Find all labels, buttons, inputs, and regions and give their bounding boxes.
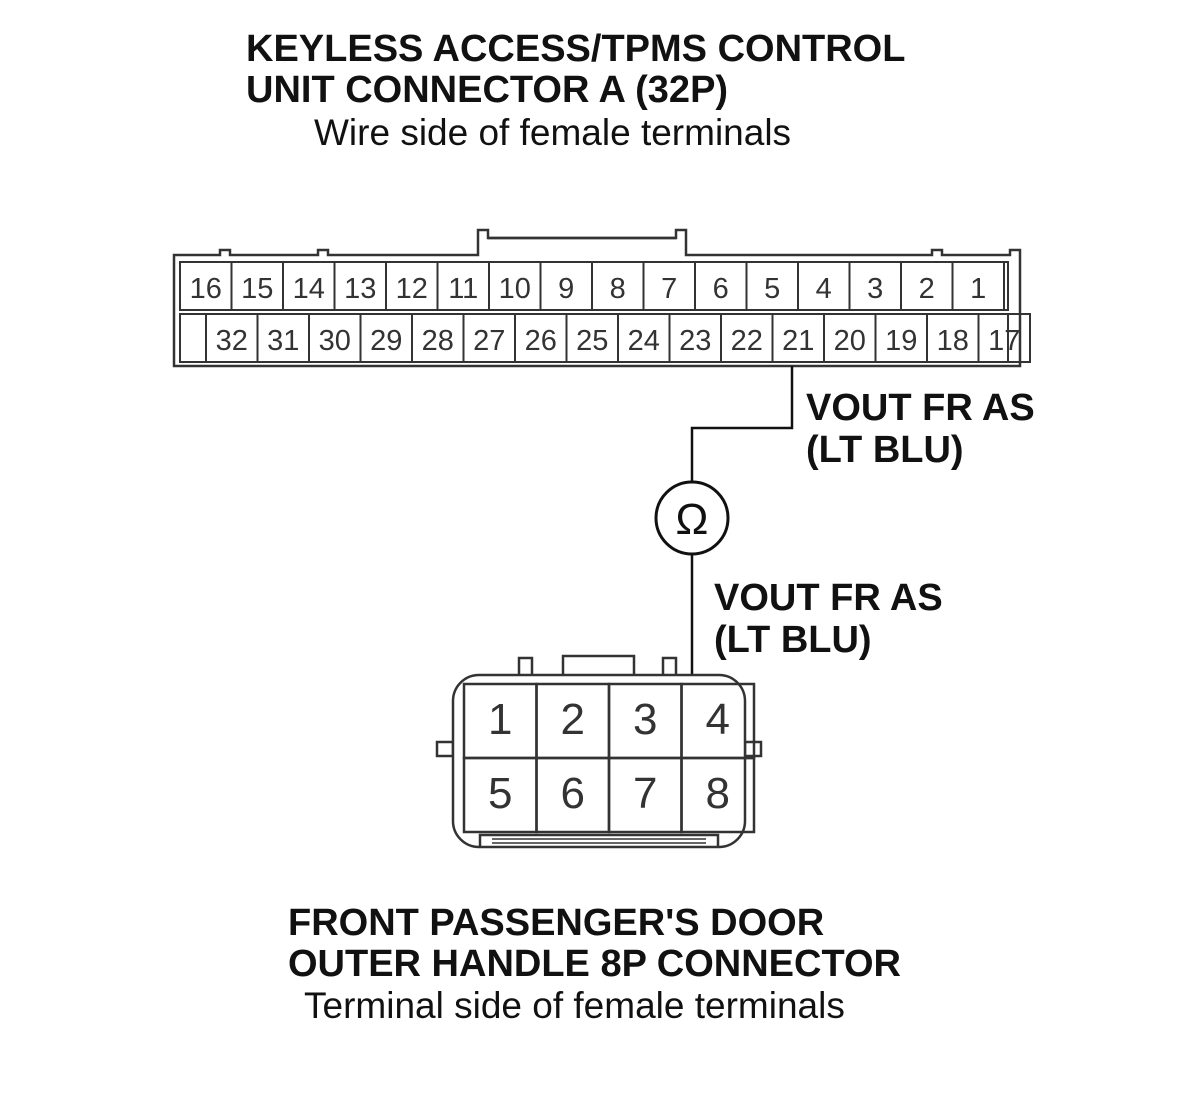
ohmmeter-circle <box>654 480 730 556</box>
terminal-a-label: 13 <box>344 273 376 305</box>
terminal-b-label: 8 <box>706 769 730 818</box>
wire-harness <box>690 366 794 682</box>
terminal-a-label: 23 <box>679 325 711 357</box>
terminal-b-label: 5 <box>488 769 512 818</box>
connector-a-title-line2: UNIT CONNECTOR A (32P) <box>246 69 729 111</box>
terminal-a-label: 19 <box>885 325 917 357</box>
connector-a-32p <box>172 228 1022 368</box>
terminal-a-label: 6 <box>713 273 729 305</box>
connector-b-bottom-latch <box>478 833 720 847</box>
terminal-b-8 <box>680 756 756 834</box>
terminal-a-label: 26 <box>525 325 557 357</box>
ohmmeter-symbol: Ω <box>676 495 709 544</box>
terminal-a-label: 21 <box>782 325 814 357</box>
connector-b-left-ear <box>435 740 455 758</box>
terminal-a-label: 28 <box>422 325 454 357</box>
terminal-a-label: 8 <box>610 273 626 305</box>
terminal-a-label: 11 <box>448 273 478 305</box>
terminal-a-label: 4 <box>816 273 832 305</box>
terminal-a-label: 1 <box>970 273 986 305</box>
terminal-a-label: 10 <box>499 273 531 305</box>
wire-upper <box>690 366 794 482</box>
terminal-b-label: 4 <box>706 695 730 744</box>
wire-upper-label-line1: VOUT FR AS <box>806 387 1035 429</box>
terminal-a-label: 32 <box>216 325 248 357</box>
terminal-b-label: 7 <box>633 769 657 818</box>
terminal-a-label: 12 <box>396 273 428 305</box>
terminal-a-label: 3 <box>867 273 883 305</box>
terminal-a-label: 17 <box>988 325 1020 357</box>
terminal-a-label: 31 <box>267 325 299 357</box>
terminal-a-label: 20 <box>834 325 866 357</box>
terminal-b-label: 1 <box>488 695 512 744</box>
connector-b-housing <box>451 673 747 849</box>
wire-upper-label-line2: (LT BLU) <box>806 429 964 471</box>
connector-a-title-line1: KEYLESS ACCESS/TPMS CONTROL <box>246 28 906 70</box>
terminal-b-label: 2 <box>561 695 585 744</box>
connector-b-subtitle: Terminal side of female terminals <box>304 985 845 1026</box>
connector-b-top-tabs <box>517 654 678 675</box>
terminal-a-label: 29 <box>370 325 402 357</box>
terminal-b-label: 6 <box>561 769 585 818</box>
terminal-a-label: 2 <box>919 273 935 305</box>
terminal-a-label: 7 <box>661 273 677 305</box>
ohmmeter-icon: Ω <box>654 480 730 556</box>
terminal-a-label: 27 <box>473 325 505 357</box>
terminal-a-label: 5 <box>764 273 780 305</box>
connector-b-title-line2: OUTER HANDLE 8P CONNECTOR <box>288 943 901 985</box>
connector-b-8p <box>435 654 763 849</box>
wire-lower-label-line1: VOUT FR AS <box>714 577 943 619</box>
terminal-a-label: 22 <box>731 325 763 357</box>
wire-lower-label-line2: (LT BLU) <box>714 619 872 661</box>
connector-a-subtitle: Wire side of female terminals <box>314 112 792 153</box>
terminal-a-label: 25 <box>576 325 608 357</box>
terminal-b-label: 3 <box>633 695 657 744</box>
connector-b-title-line1: FRONT PASSENGER'S DOOR <box>288 902 825 944</box>
terminal-a-label: 14 <box>293 273 325 305</box>
terminal-a-label: 18 <box>937 325 969 357</box>
terminal-a-17 <box>977 313 1031 363</box>
terminal-a-1 <box>951 261 1005 311</box>
terminal-a-label: 16 <box>190 273 222 305</box>
terminal-a-label: 24 <box>628 325 660 357</box>
terminal-a-label: 15 <box>241 273 273 305</box>
terminal-a-label: 30 <box>319 325 351 357</box>
terminal-a-label: 9 <box>558 273 574 305</box>
